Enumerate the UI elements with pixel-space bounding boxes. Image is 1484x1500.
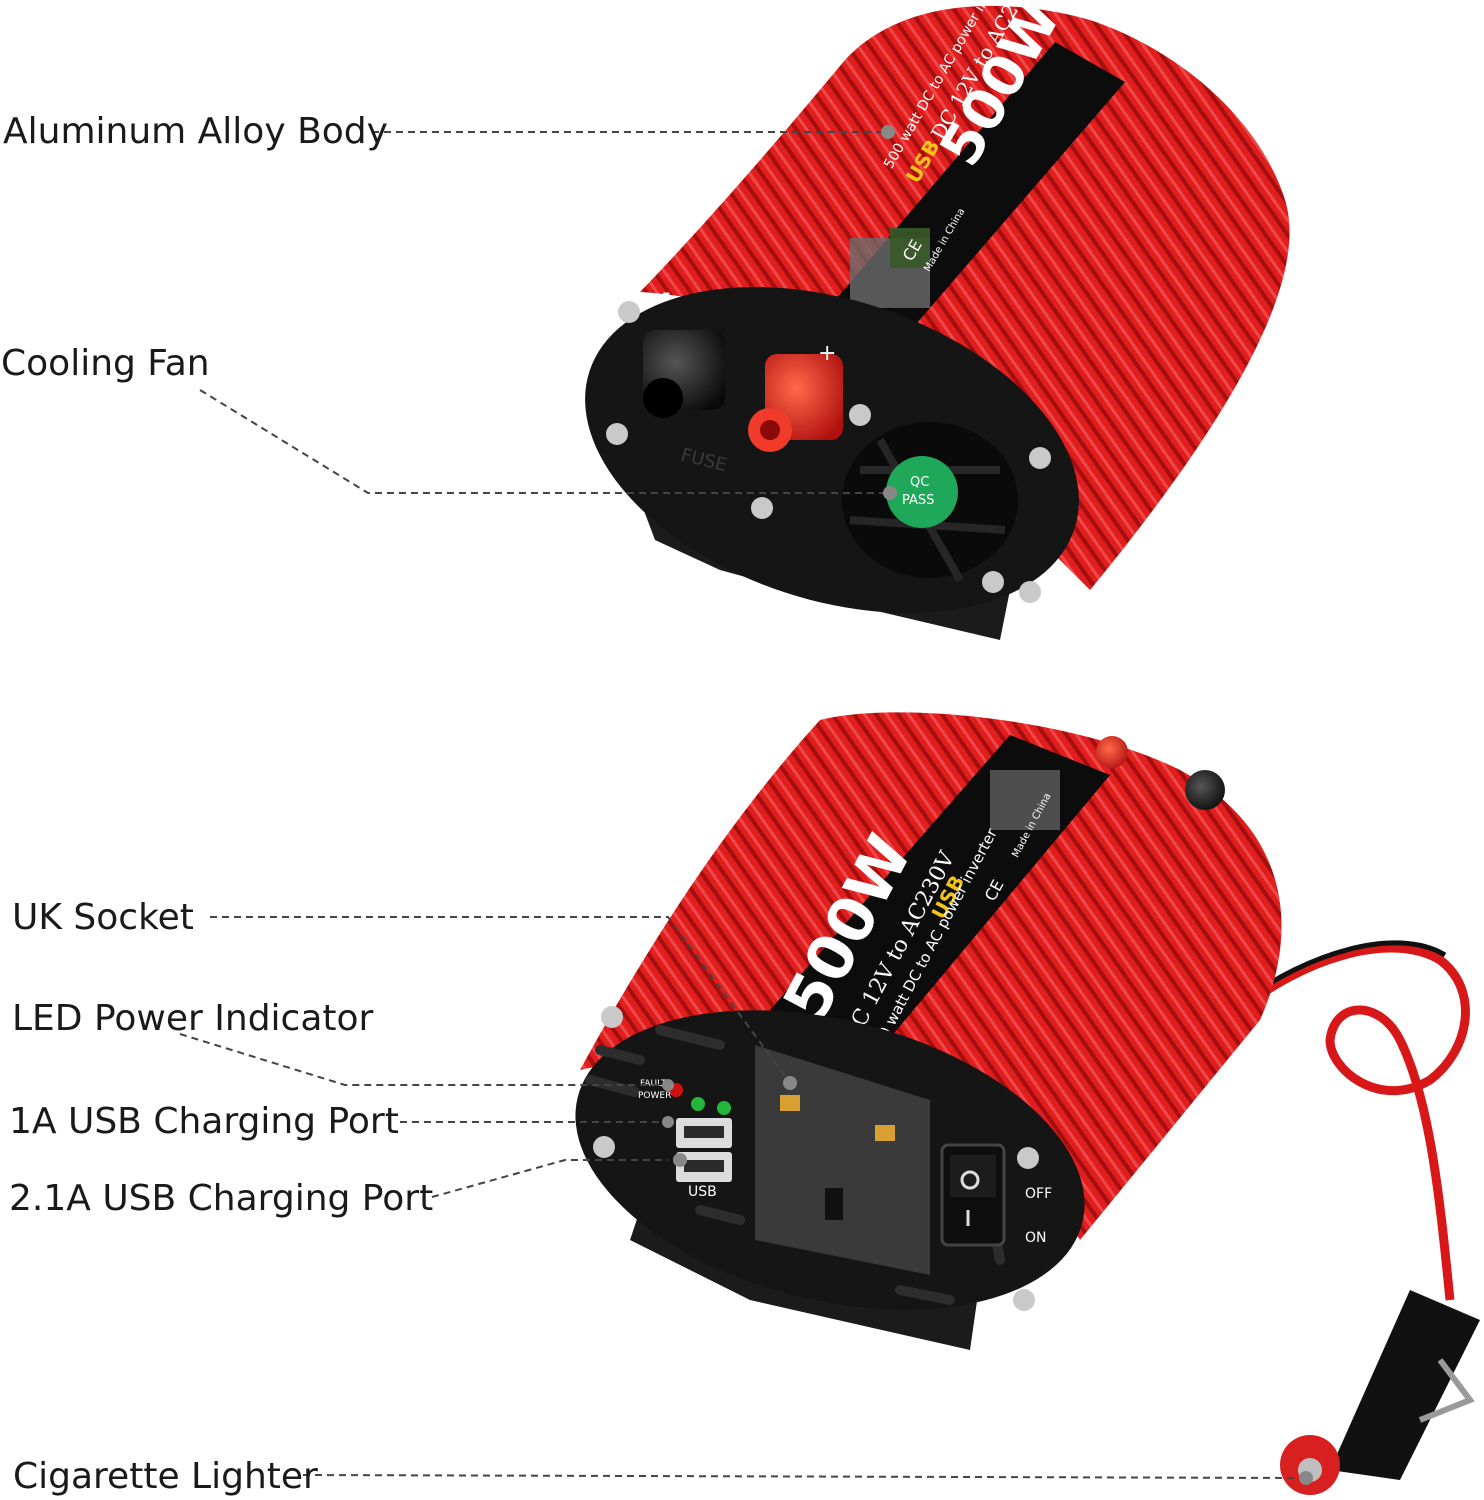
leader-lines (179, 131, 1301, 1479)
svg-text:OFF: OFF (1025, 1186, 1052, 1202)
callout-uk-socket: UK Socket (12, 897, 194, 938)
rear-black-terminal (1185, 770, 1225, 810)
rear-red-terminal (1096, 736, 1128, 768)
positive-terminal: + (748, 341, 843, 452)
blurred-logo-bottom (990, 770, 1060, 830)
svg-text:PASS: PASS (902, 493, 934, 508)
callout-cigarette-lighter: Cigarette Lighter (13, 1456, 318, 1497)
leader-dots (662, 125, 1313, 1485)
power-cable (1237, 943, 1470, 1301)
callout-usb-1a: 1A USB Charging Port (9, 1101, 399, 1142)
leader-uk-socket (210, 916, 791, 1084)
svg-text:USB: USB (688, 1184, 717, 1200)
leader-cigarette-lighter (302, 1474, 1301, 1479)
bottom-inverter: 500W USB DC 12V to AC230V 500 watt DC to… (575, 712, 1480, 1495)
cigarette-lighter-plug (1280, 1290, 1480, 1495)
uk-socket (755, 1045, 930, 1275)
leader-cooling-fan (199, 389, 890, 494)
svg-text:QC: QC (910, 475, 929, 490)
top-aluminum-body (640, 5, 1290, 591)
usb-ports: USB (676, 1118, 732, 1200)
callout-cooling-fan: Cooling Fan (1, 343, 210, 384)
callout-aluminum-body: Aluminum Alloy Body (3, 111, 388, 152)
top-screws (606, 301, 1051, 603)
svg-text:ON: ON (1025, 1230, 1047, 1246)
bottom-screws (593, 1006, 1039, 1311)
cooling-fan: QC PASS (842, 422, 1018, 582)
power-switch: OFF ON (940, 1143, 1052, 1247)
svg-text:-: - (662, 278, 671, 306)
callout-usb-21a: 2.1A USB Charging Port (9, 1178, 434, 1219)
negative-terminal: - (643, 278, 725, 418)
svg-text:POWER: POWER (638, 1091, 671, 1101)
callout-led-indicator: LED Power Indicator (12, 998, 374, 1039)
qc-pass-sticker (886, 456, 958, 528)
svg-text:+: + (818, 341, 836, 366)
power-led (691, 1097, 705, 1111)
top-inverter: 500W USB DC 12V to AC230V 500 watt DC to… (585, 0, 1290, 640)
leader-led-indicator (179, 1033, 663, 1086)
leader-usb-21a (431, 1159, 668, 1198)
